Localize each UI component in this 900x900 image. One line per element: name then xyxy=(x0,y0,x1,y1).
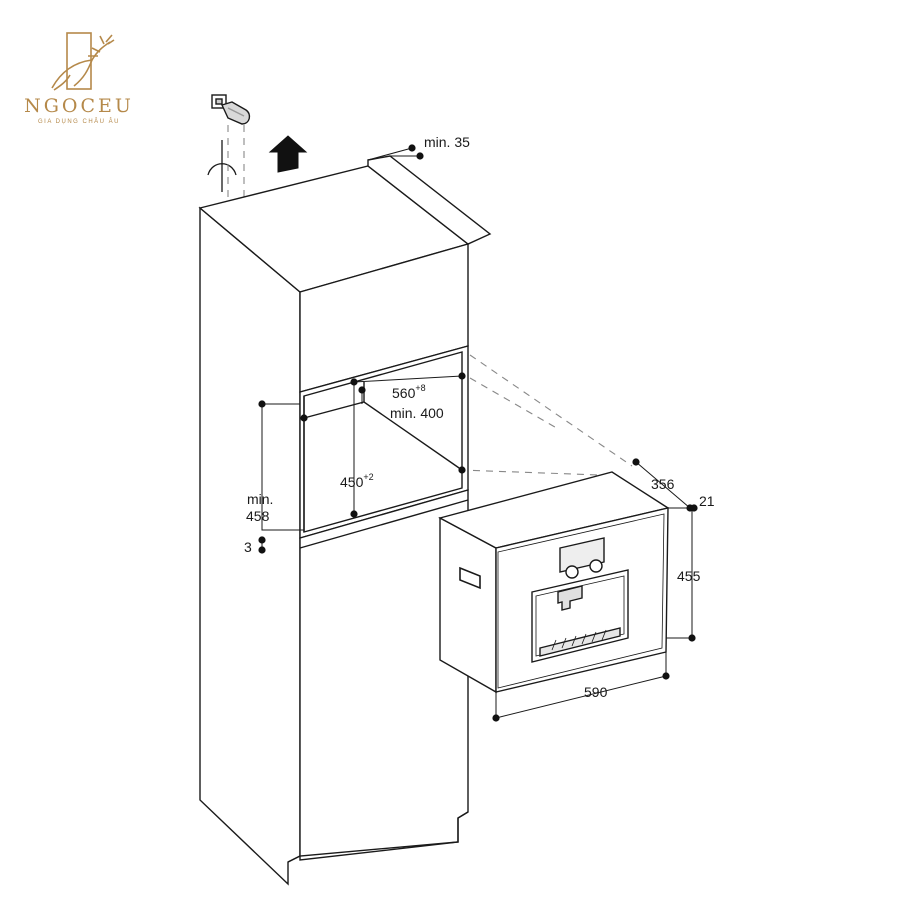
label-niche-height-tol: +2 xyxy=(363,472,373,482)
label-niche-width: 560+8 xyxy=(392,383,426,401)
label-appliance-depth: 356 xyxy=(651,476,675,492)
deer-logo-icon xyxy=(51,32,115,91)
tall-cabinet xyxy=(198,155,492,886)
control-knob-left xyxy=(565,565,579,579)
plinth xyxy=(287,811,469,863)
arrow-up-icon xyxy=(268,135,308,173)
brand-tagline: GIA DỤNG CHÂU ÂU xyxy=(38,118,120,125)
control-knob-right xyxy=(589,559,603,573)
power-plug-icon xyxy=(211,94,251,125)
label-appliance-height: 455 xyxy=(677,568,701,584)
label-cabinet-height-min: min. xyxy=(247,491,273,507)
label-gap-bottom: 3 xyxy=(244,539,252,555)
label-cabinet-height-value: 458 xyxy=(246,508,270,524)
brand-logo: NGOCEU GIA DỤNG CHÂU ÂU xyxy=(24,32,134,125)
label-niche-height: 450+2 xyxy=(340,472,374,490)
label-niche-depth: min. 400 xyxy=(390,405,444,421)
label-appliance-width: 590 xyxy=(584,684,608,700)
label-front-thickness: 21 xyxy=(699,493,715,509)
label-niche-width-tol: +8 xyxy=(415,383,425,393)
label-top-clearance: min. 35 xyxy=(424,134,470,150)
coffee-machine xyxy=(438,471,670,694)
dimension-points xyxy=(258,144,698,722)
dimension-labels: min. 35 560+8 min. 400 450+2 min. 458 3 … xyxy=(244,134,715,700)
side-handle xyxy=(459,566,481,590)
brand-name: NGOCEU xyxy=(24,95,134,117)
